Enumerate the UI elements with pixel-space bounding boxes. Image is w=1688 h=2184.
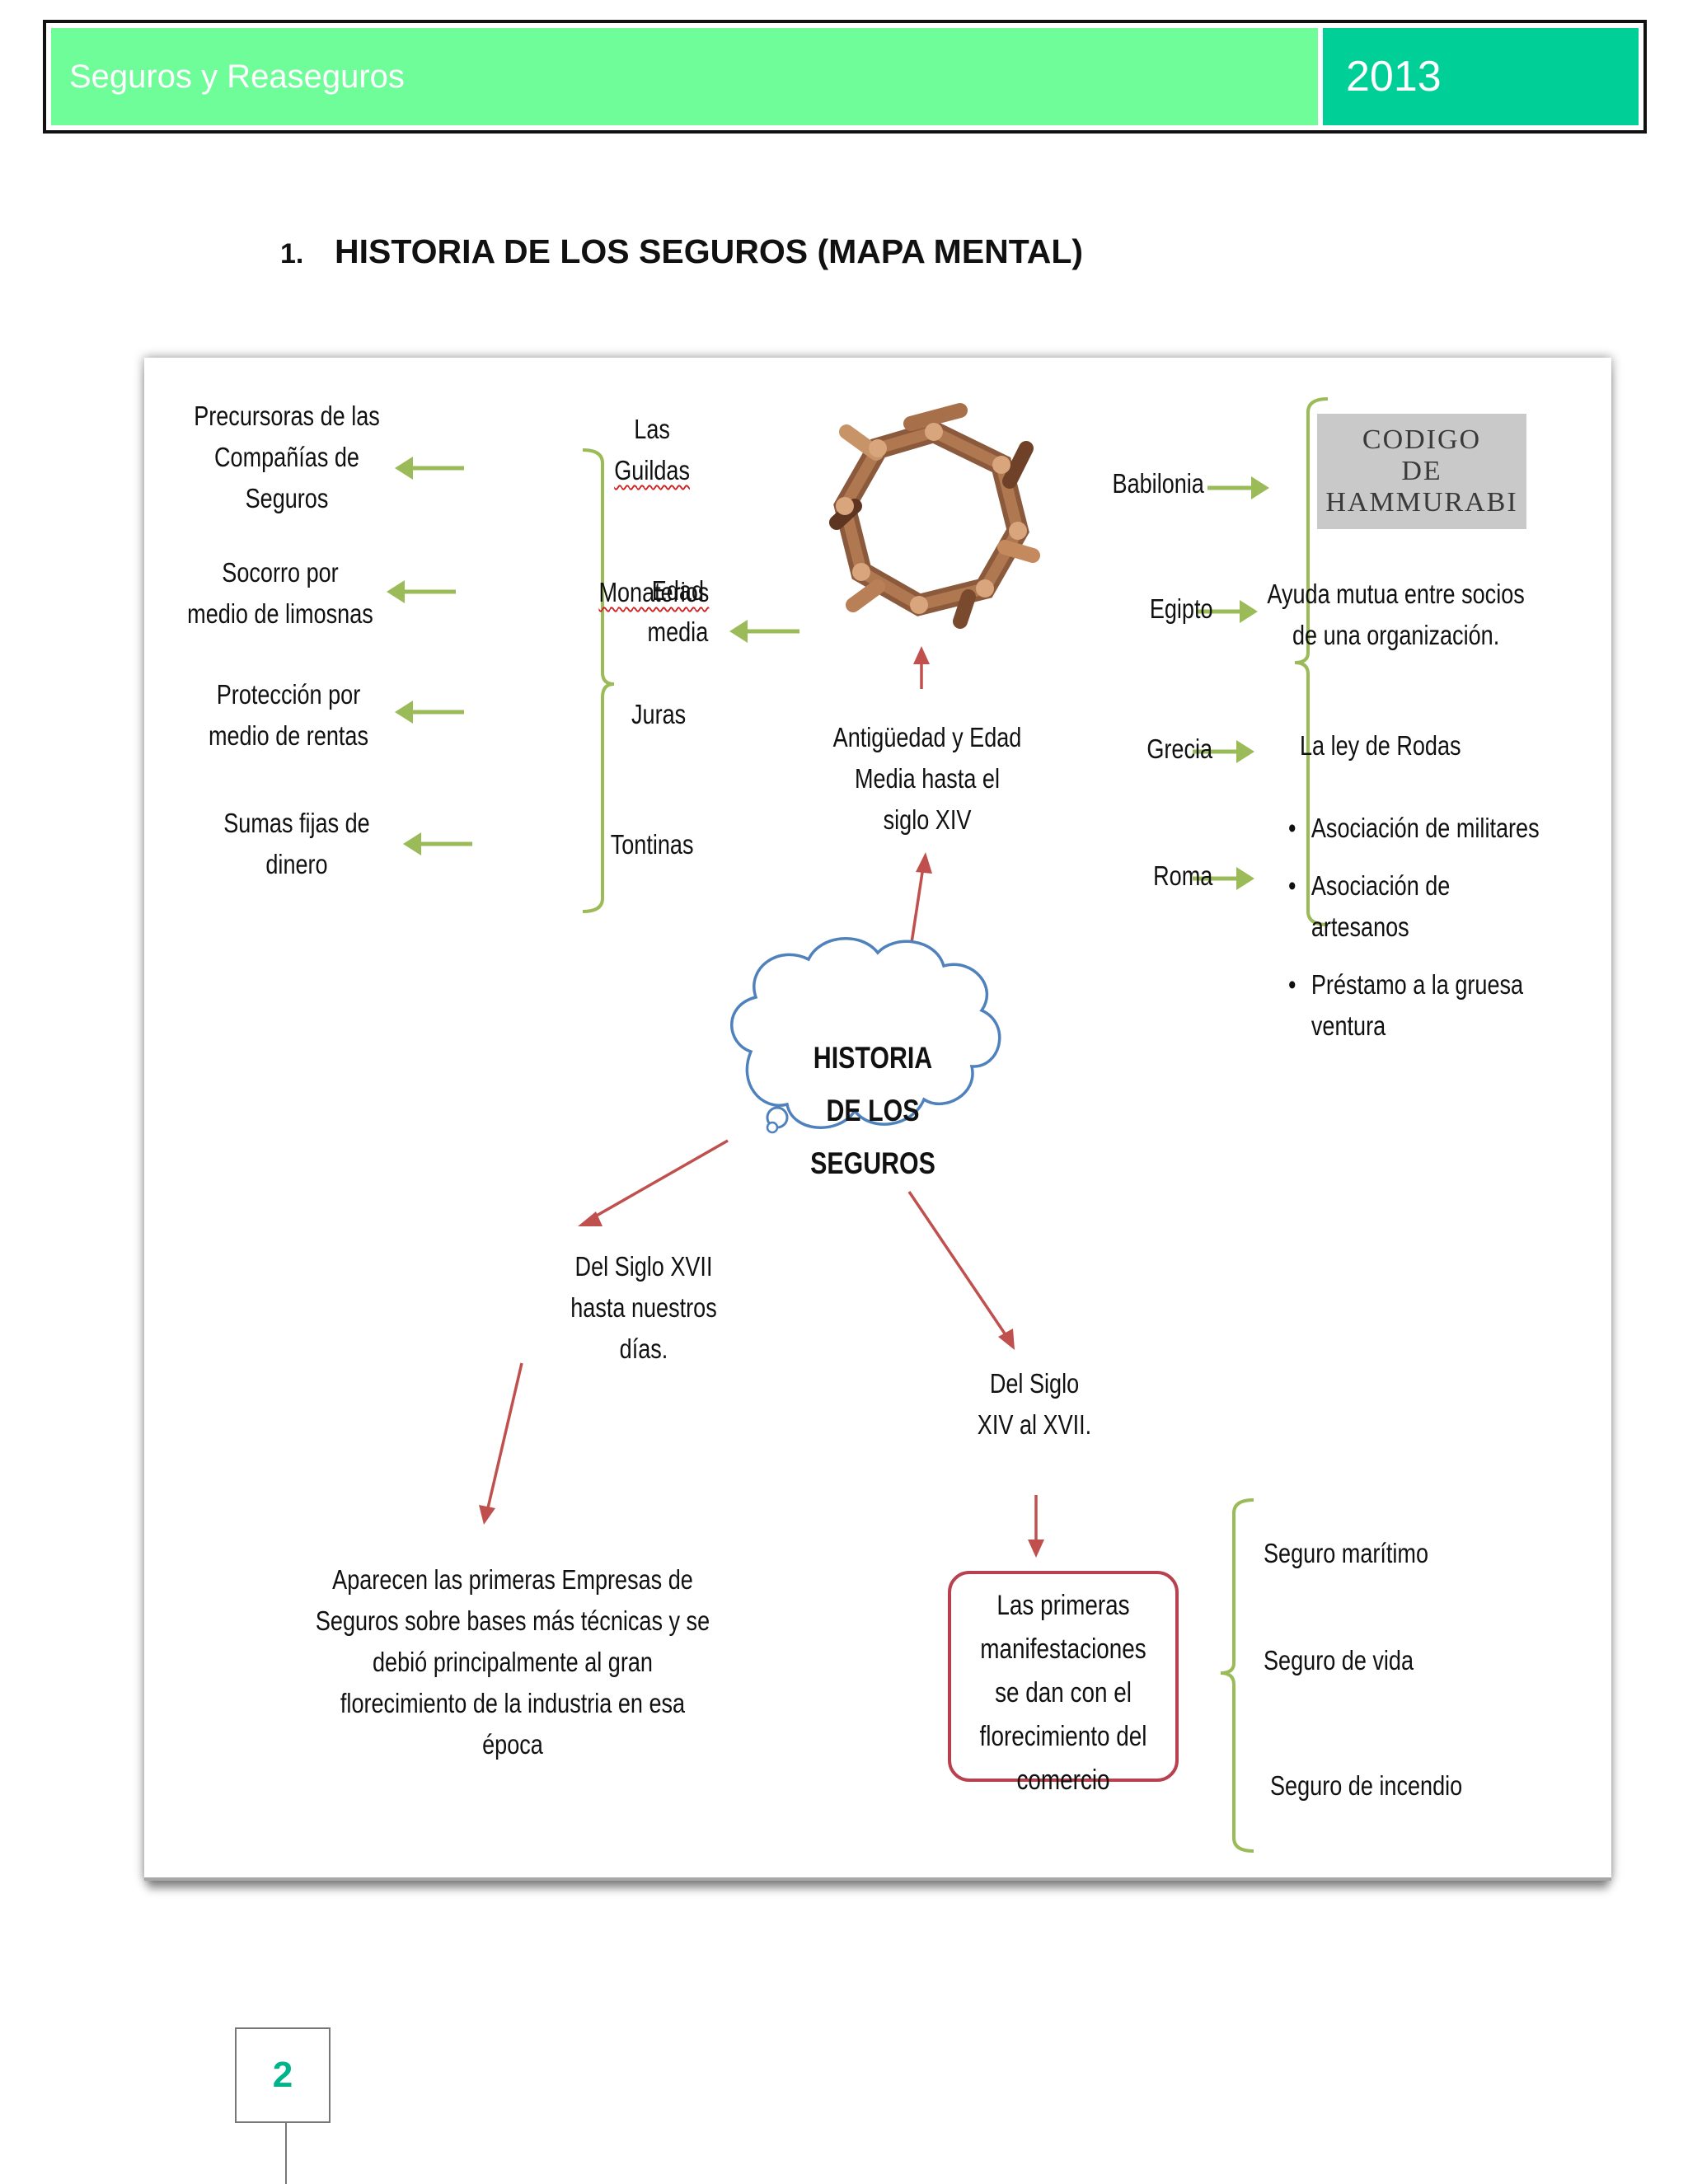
cloud-bubble-small — [766, 1121, 779, 1134]
seguro-incendio: Seguro de incendio — [1270, 1770, 1463, 1801]
cloud-shape — [730, 937, 1001, 1129]
arrow-to-xvii — [588, 1139, 729, 1221]
header-year-bar: 2013 — [1323, 28, 1639, 125]
node-grecia: Grecia — [1146, 733, 1213, 764]
arrow-to-xvii-desc — [485, 1362, 523, 1512]
node-monaterios: Monaterios — [598, 577, 710, 607]
page-header: Seguros y Reaseguros 2013 — [43, 20, 1647, 134]
desc-grecia: La ley de Rodas — [1300, 730, 1461, 761]
roma-item: Asociación de militares — [1288, 808, 1609, 849]
node-juras: Juras — [631, 699, 687, 729]
section-number: 1. — [280, 238, 304, 269]
node-egipto: Egipto — [1149, 593, 1213, 624]
interlocked-hands-image — [829, 403, 1040, 635]
page-number-box: 2 — [235, 2027, 331, 2123]
node-roma: Roma — [1153, 860, 1213, 891]
page-number: 2 — [272, 2055, 293, 2095]
brace-edad-media — [582, 448, 615, 913]
node-babilonia: Babilonia — [1112, 468, 1204, 499]
page-number-line — [285, 2123, 287, 2184]
header-title-bar: Seguros y Reaseguros — [51, 28, 1318, 125]
arrow-to-xiv — [907, 1191, 1010, 1339]
brace-seguros-types — [1220, 1498, 1254, 1853]
mind-map-connectors — [387, 397, 1329, 1853]
section-title: HISTORIA DE LOS SEGUROS (MAPA MENTAL) — [335, 232, 1084, 270]
roma-list: Asociación de militares Asociación deart… — [1288, 808, 1601, 1063]
section-heading: 1. HISTORIA DE LOS SEGUROS (MAPA MENTAL) — [280, 232, 1083, 271]
primeras-manifestaciones-box — [948, 1571, 1179, 1782]
header-title: Seguros y Reaseguros — [69, 58, 405, 95]
node-tontinas: Tontinas — [610, 829, 694, 860]
seguro-maritimo: Seguro marítimo — [1264, 1538, 1429, 1568]
header-year: 2013 — [1346, 53, 1442, 101]
seguro-vida: Seguro de vida — [1264, 1645, 1414, 1675]
